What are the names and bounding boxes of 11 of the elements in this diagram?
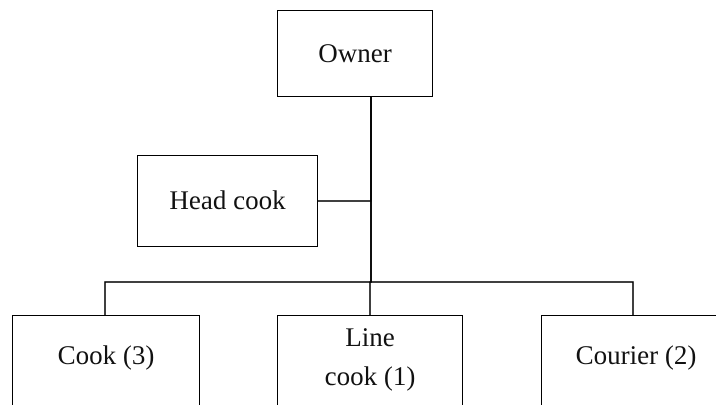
connector-line <box>370 97 634 315</box>
role-label: Cook (3) <box>56 339 156 372</box>
role-label: Owner <box>317 36 393 70</box>
role-box <box>12 315 200 405</box>
role-box <box>277 10 433 97</box>
role-label: Courier (2) <box>574 339 698 372</box>
role-box <box>277 315 463 405</box>
role-box <box>541 315 716 405</box>
role-box <box>137 155 318 247</box>
role-label: Head cook <box>168 184 287 218</box>
role-label: Line cook (1) <box>324 321 416 394</box>
